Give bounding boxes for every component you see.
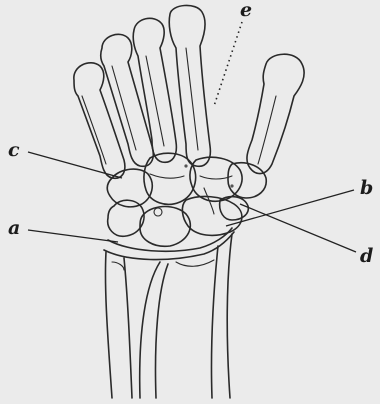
label-c: c — [8, 139, 20, 161]
carpal-bones — [107, 153, 266, 246]
middle-finger-bones — [133, 18, 176, 162]
leader-lines — [28, 22, 356, 252]
label-b: b — [360, 177, 373, 199]
leader-line-b — [226, 190, 354, 226]
radius-bone — [140, 234, 232, 398]
little-finger-bones — [74, 63, 125, 178]
label-e: e — [240, 0, 252, 21]
leader-line-c — [28, 152, 122, 178]
wrist-joint — [104, 228, 234, 260]
leader-line-d — [240, 204, 356, 252]
label-a: a — [8, 217, 20, 239]
leader-line-e — [214, 22, 242, 106]
leader-line-a — [28, 230, 118, 242]
thumb-bones — [247, 54, 304, 173]
ulna-bone — [105, 252, 132, 398]
label-d: d — [360, 245, 373, 267]
